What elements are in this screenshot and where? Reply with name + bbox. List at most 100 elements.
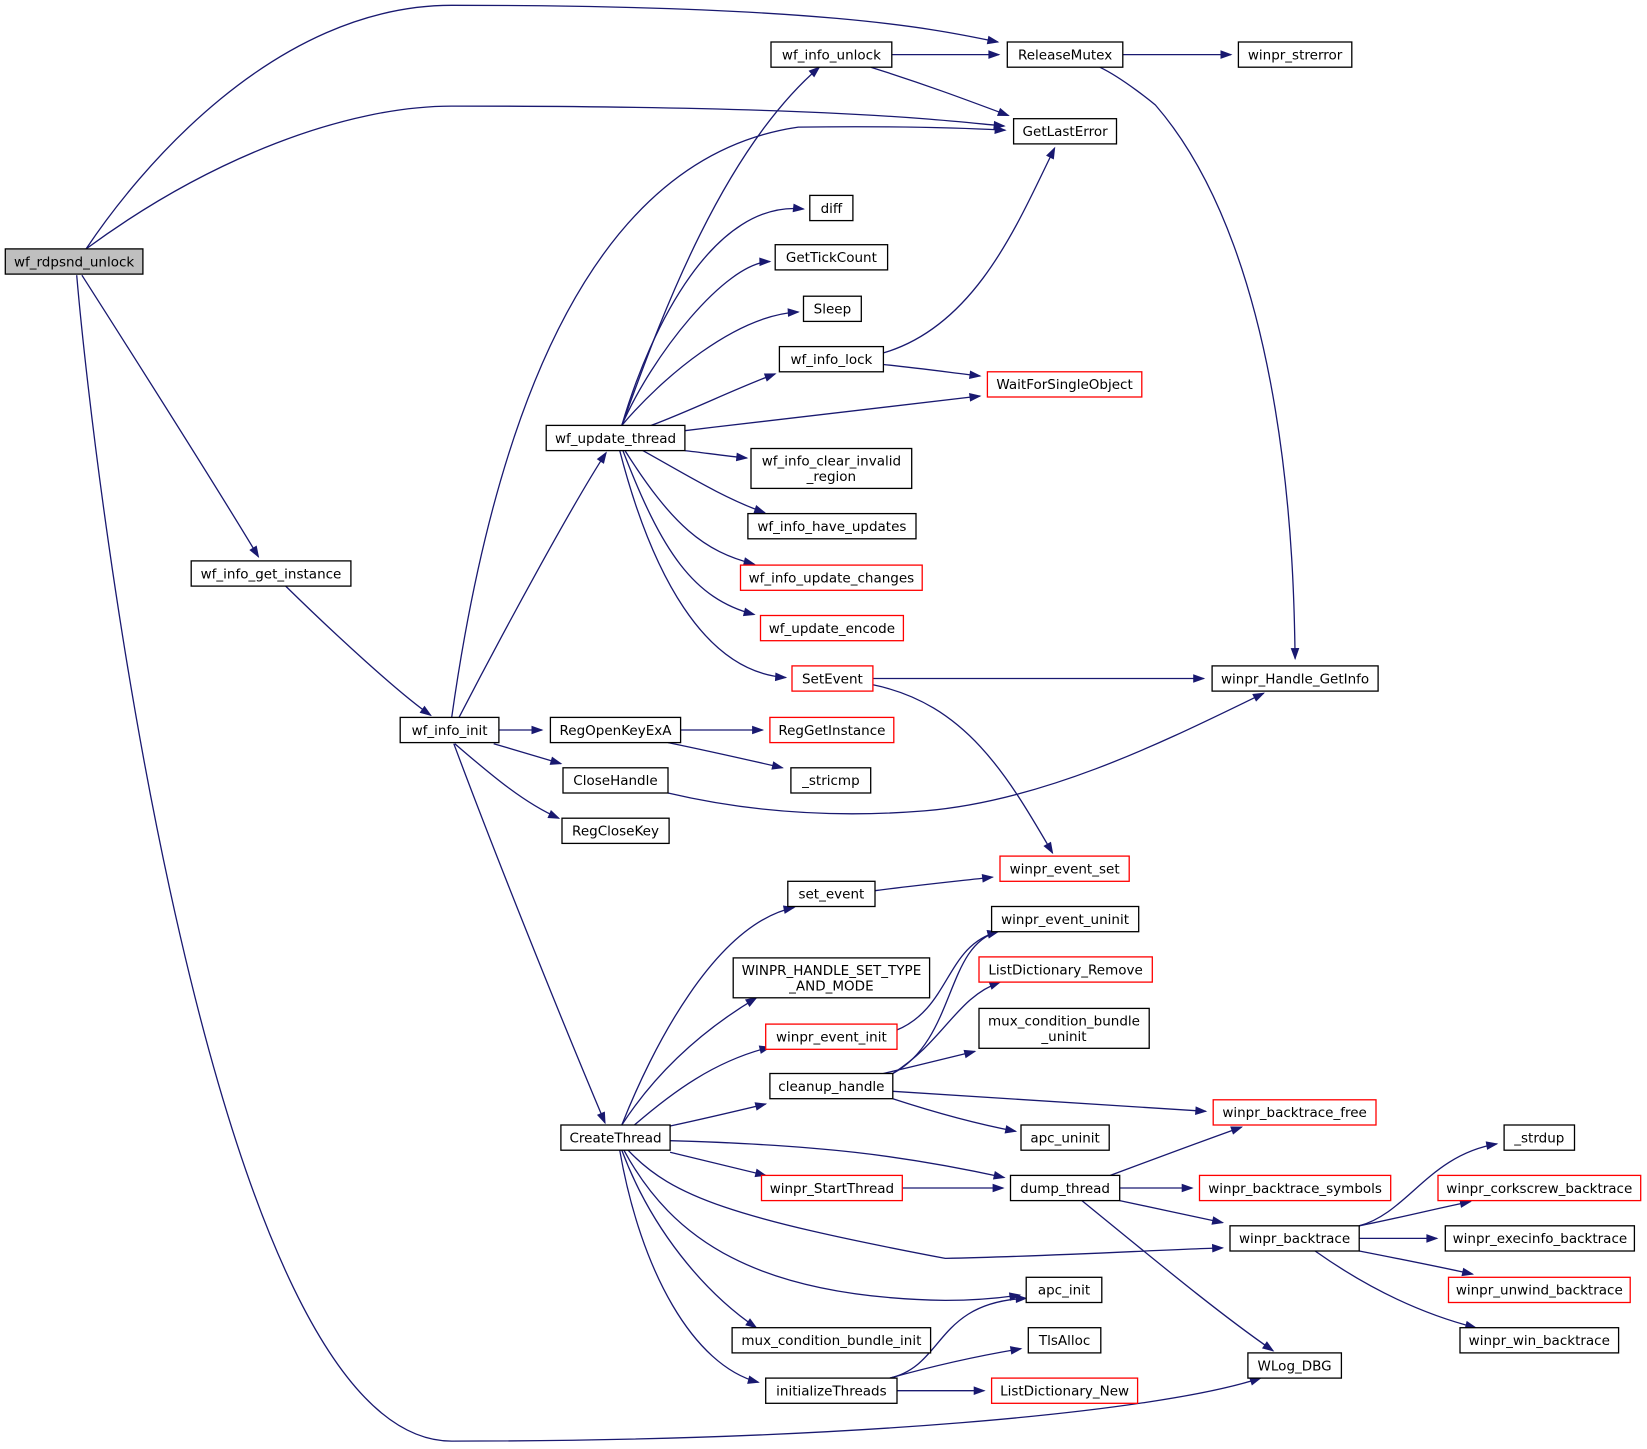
- node-box: [190, 560, 352, 587]
- node-winpr-event-init[interactable]: winpr_event_init: [765, 1023, 898, 1050]
- arrowhead-icon: [986, 35, 1000, 45]
- node-stricmp[interactable]: _stricmp: [790, 767, 872, 794]
- edge-winpr-backtrace-to-winpr-corkscrew-backtrace: [1359, 1199, 1472, 1227]
- node-label: CreateThread: [569, 1130, 661, 1146]
- node-mux-condition-bundle-init[interactable]: mux_condition_bundle_init: [731, 1327, 932, 1354]
- node-tls-alloc[interactable]: TlsAlloc: [1027, 1327, 1102, 1354]
- node-apc-uninit[interactable]: apc_uninit: [1020, 1124, 1110, 1151]
- node-wait-for-single-object[interactable]: WaitForSingleObject: [986, 371, 1143, 398]
- node-label: winpr_StartThread: [770, 1181, 894, 1197]
- node-winpr-corkscrew-backtrace[interactable]: winpr_corkscrew_backtrace: [1437, 1174, 1642, 1202]
- node-box: [791, 665, 874, 692]
- node-list-dictionary-new[interactable]: ListDictionary_New: [990, 1377, 1139, 1404]
- node-sleep[interactable]: Sleep: [802, 295, 862, 323]
- node-get-last-error[interactable]: GetLastError: [1012, 118, 1118, 145]
- edge-wf-update-thread-to-wf-info-update-changes: [624, 450, 756, 566]
- node-label: wf_info_clear_invalid: [762, 454, 901, 470]
- edge-wf-info-init-to-wf-update-thread: [458, 451, 607, 718]
- edge-create-thread-to-apc-init: [623, 1149, 1022, 1302]
- edge-create-thread-to-set-event: [621, 905, 796, 1126]
- node-label: wf_info_update_changes: [749, 571, 915, 587]
- node-box: [769, 716, 895, 744]
- node-label: SetEvent: [802, 671, 863, 687]
- arrowhead-icon: [787, 308, 800, 317]
- node-label: ReleaseMutex: [1018, 47, 1112, 63]
- node-release-mutex[interactable]: ReleaseMutex: [1006, 41, 1124, 68]
- arrowhead-icon: [996, 107, 1010, 117]
- node-winpr-handle-get-info[interactable]: winpr_Handle_GetInfo: [1211, 665, 1379, 692]
- node-winpr-win-backtrace[interactable]: winpr_win_backtrace: [1459, 1327, 1620, 1354]
- node-winpr-start-thread[interactable]: winpr_StartThread: [760, 1174, 903, 1202]
- arrowhead-icon: [1252, 692, 1265, 702]
- edge-wf-rdpsnd-unlock-to-wf-info-get-instance: [81, 274, 260, 558]
- node-get-tick-count[interactable]: GetTickCount: [774, 244, 889, 271]
- node-wf-info-have-updates[interactable]: wf_info_have_updates: [747, 512, 917, 540]
- node-label: wf_update_thread: [555, 431, 676, 447]
- node-box: [1459, 1327, 1620, 1354]
- node-wf-rdpsnd-unlock[interactable]: wf_rdpsnd_unlock: [4, 248, 144, 275]
- node-winpr-unwind-backtrace[interactable]: winpr_unwind_backtrace: [1447, 1276, 1631, 1304]
- node-close-handle[interactable]: CloseHandle: [562, 767, 669, 794]
- node-wf-info-clear-invalid-region[interactable]: wf_info_clear_invalid_region: [750, 447, 913, 490]
- node-wf-info-unlock[interactable]: wf_info_unlock: [770, 41, 893, 68]
- node-winpr-handle-set-type-and-mode[interactable]: WINPR_HANDLE_SET_TYPE_AND_MODE: [732, 957, 931, 999]
- node-reg-close-key[interactable]: RegCloseKey: [561, 817, 670, 845]
- node-initialize-threads[interactable]: initializeThreads: [765, 1377, 898, 1404]
- node-box: [778, 345, 885, 373]
- edge-wf-update-thread-to-sleep: [621, 308, 800, 426]
- node-box: [809, 194, 854, 222]
- node-apc-init[interactable]: apc_init: [1025, 1276, 1103, 1304]
- edge-set-event-to-winpr-event-set: [872, 684, 1054, 855]
- node-winpr-backtrace[interactable]: winpr_backtrace: [1229, 1225, 1360, 1252]
- node-label: Sleep: [814, 302, 852, 318]
- node-create-thread[interactable]: CreateThread: [560, 1124, 671, 1151]
- node-wf-info-get-instance[interactable]: wf_info_get_instance: [190, 560, 352, 587]
- arrowhead-icon: [992, 1170, 1006, 1180]
- node-winpr-backtrace-symbols[interactable]: winpr_backtrace_symbols: [1198, 1174, 1392, 1202]
- arrowhead-icon: [1249, 1377, 1262, 1386]
- node-diff[interactable]: diff: [809, 194, 854, 222]
- arrowhead-icon: [596, 1111, 606, 1125]
- node-wf-update-thread[interactable]: wf_update_thread: [545, 424, 686, 452]
- node-reg-get-instance[interactable]: RegGetInstance: [769, 716, 895, 744]
- node-dump-thread[interactable]: dump_thread: [1009, 1174, 1121, 1202]
- node-set-event[interactable]: SetEvent: [791, 665, 874, 692]
- node-label: _region: [806, 469, 856, 485]
- node-box: [770, 41, 893, 68]
- node-label: _uninit: [1040, 1029, 1086, 1045]
- node-wf-info-update-changes[interactable]: wf_info_update_changes: [739, 564, 923, 591]
- node-wf-info-init[interactable]: wf_info_init: [399, 716, 500, 744]
- node-wf-update-encode[interactable]: wf_update_encode: [759, 614, 905, 642]
- node-wf-info-lock[interactable]: wf_info_lock: [778, 345, 885, 373]
- arrowhead-icon: [754, 1102, 768, 1111]
- node-set-event[interactable]: set_event: [787, 880, 876, 908]
- node-winpr-backtrace-free[interactable]: winpr_backtrace_free: [1212, 1099, 1377, 1126]
- node-winpr-execinfo-backtrace[interactable]: winpr_execinfo_backtrace: [1444, 1225, 1636, 1252]
- node-box: [1212, 1099, 1377, 1126]
- arrowhead-icon: [988, 50, 1001, 59]
- node-box: [759, 614, 905, 642]
- node-winpr-strerror[interactable]: winpr_strerror: [1237, 41, 1353, 68]
- node-box: [1237, 41, 1353, 68]
- node-box: [1006, 41, 1124, 68]
- arrowhead-icon: [1485, 1141, 1499, 1150]
- arrowhead-icon: [1046, 146, 1056, 160]
- node-winpr-event-set[interactable]: winpr_event_set: [999, 855, 1130, 882]
- node-list-dictionary-remove[interactable]: ListDictionary_Remove: [978, 956, 1153, 983]
- node-label: wf_info_have_updates: [757, 519, 906, 535]
- node-cleanup-handle[interactable]: cleanup_handle: [769, 1072, 894, 1100]
- node-label: ListDictionary_Remove: [988, 962, 1142, 978]
- node-label: wf_update_encode: [769, 621, 895, 637]
- node-label: RegCloseKey: [572, 824, 659, 840]
- node-mux-condition-bundle-uninit[interactable]: mux_condition_bundle_uninit: [978, 1007, 1150, 1049]
- arrowhead-icon: [1195, 1106, 1208, 1115]
- node-box: [774, 244, 889, 271]
- edge-initialize-threads-to-tls-alloc: [889, 1346, 1023, 1379]
- node-wlog-dbg[interactable]: WLog_DBG: [1247, 1352, 1343, 1379]
- edge-cleanup-handle-to-winpr-backtrace-free: [892, 1090, 1208, 1115]
- node-reg-open-key-ex-a[interactable]: RegOpenKeyExA: [549, 716, 682, 744]
- node-winpr-event-uninit[interactable]: winpr_event_uninit: [990, 905, 1140, 933]
- node-strdup[interactable]: _strdup: [1503, 1124, 1576, 1151]
